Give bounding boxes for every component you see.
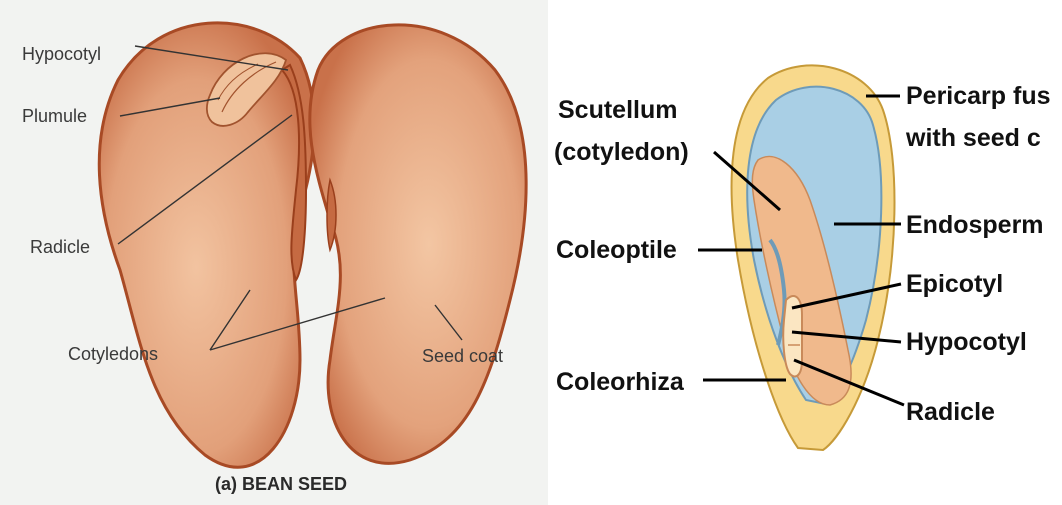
corn-label-coleorhiza: Coleorhiza bbox=[556, 368, 685, 396]
bean-label-cotyledons: Cotyledons bbox=[68, 344, 158, 364]
corn-label-hypocotyl: Hypocotyl bbox=[906, 328, 1027, 356]
corn-seed-panel: Scutellum (cotyledon) Coleoptile Coleorh… bbox=[548, 0, 1062, 505]
corn-seed-diagram: Scutellum (cotyledon) Coleoptile Coleorh… bbox=[548, 0, 1062, 505]
bean-caption: (a) BEAN SEED bbox=[215, 474, 347, 494]
corn-label-epicotyl: Epicotyl bbox=[906, 270, 1003, 298]
corn-label-pericarp-1: Pericarp fus bbox=[906, 82, 1051, 110]
right-cotyledon bbox=[310, 25, 526, 463]
corn-label-endosperm: Endosperm bbox=[906, 211, 1044, 239]
corn-label-scutellum-2: (cotyledon) bbox=[554, 138, 689, 166]
corn-label-scutellum-1: Scutellum bbox=[558, 96, 677, 124]
bean-label-plumule: Plumule bbox=[22, 106, 87, 126]
corn-label-radicle: Radicle bbox=[906, 398, 995, 426]
corn-label-coleoptile: Coleoptile bbox=[556, 236, 677, 264]
corn-label-pericarp-2: with seed c bbox=[905, 124, 1041, 152]
bean-seed-panel: Hypocotyl Plumule Radicle Cotyledons See… bbox=[0, 0, 548, 505]
bean-label-radicle: Radicle bbox=[30, 237, 90, 257]
bean-seed-diagram: Hypocotyl Plumule Radicle Cotyledons See… bbox=[0, 0, 548, 505]
bean-label-seed-coat: Seed coat bbox=[422, 346, 503, 366]
bean-label-hypocotyl: Hypocotyl bbox=[22, 44, 101, 64]
left-cotyledon bbox=[99, 23, 314, 467]
